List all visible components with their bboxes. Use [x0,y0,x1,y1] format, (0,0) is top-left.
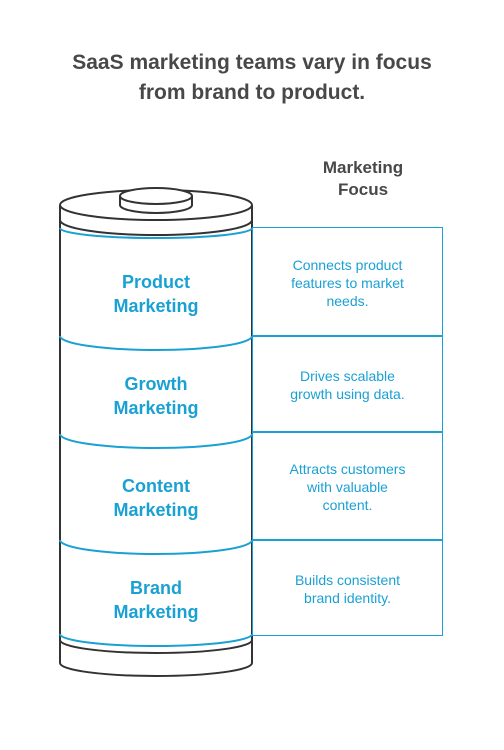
layer-label-content: Content Marketing [60,474,252,522]
layer-label-line-1: Growth [124,374,188,394]
layer-label-brand: Brand Marketing [60,576,252,624]
description-line: needs. [326,293,369,309]
layer-divider-bottom [59,633,253,647]
legend-heading: Marketing Focus [288,157,438,201]
layer-divider-1 [59,335,253,351]
description-line: features to market [291,275,404,291]
description-text: Builds consistent brand identity. [268,571,428,607]
description-line: Connects product [292,257,403,273]
diagram-title: SaaS marketing teams vary in focus from … [0,48,504,108]
layer-label-line-1: Brand [129,578,182,598]
layer-divider-3 [59,539,253,555]
description-box-brand: Builds consistent brand identity. [252,540,443,636]
layer-divider-top [59,227,253,239]
layer-label-product: Product Marketing [60,270,252,318]
layer-label-line-1: Product [121,272,190,292]
description-line: growth using data. [290,386,405,402]
layer-label-line-2: Marketing [113,296,199,316]
legend-heading-line-1: Marketing [322,158,404,177]
description-text: Attracts customers with valuable content… [268,460,428,514]
description-line: Drives scalable [300,368,395,384]
description-text: Connects product features to market need… [268,256,428,310]
legend-heading-line-2: Focus [337,180,389,199]
description-box-product: Connects product features to market need… [252,227,443,336]
layer-divider-2 [59,433,253,449]
description-line: Attracts customers [289,461,406,477]
title-line-2: from brand to product. [138,81,366,104]
layer-label-growth: Growth Marketing [60,372,252,420]
battery-base [59,640,253,677]
description-line: with valuable [307,479,388,495]
description-line: content. [322,497,373,513]
description-box-content: Attracts customers with valuable content… [252,432,443,540]
description-box-growth: Drives scalable growth using data. [252,336,443,432]
description-line: brand identity. [304,590,391,606]
layer-label-line-1: Content [122,476,190,496]
title-line-1: SaaS marketing teams vary in focus [72,51,432,74]
layer-label-line-2: Marketing [113,602,199,622]
layer-label-line-2: Marketing [113,398,199,418]
description-text: Drives scalable growth using data. [268,367,428,403]
layer-label-line-2: Marketing [113,500,199,520]
battery-terminal [119,187,193,214]
description-line: Builds consistent [294,572,401,588]
